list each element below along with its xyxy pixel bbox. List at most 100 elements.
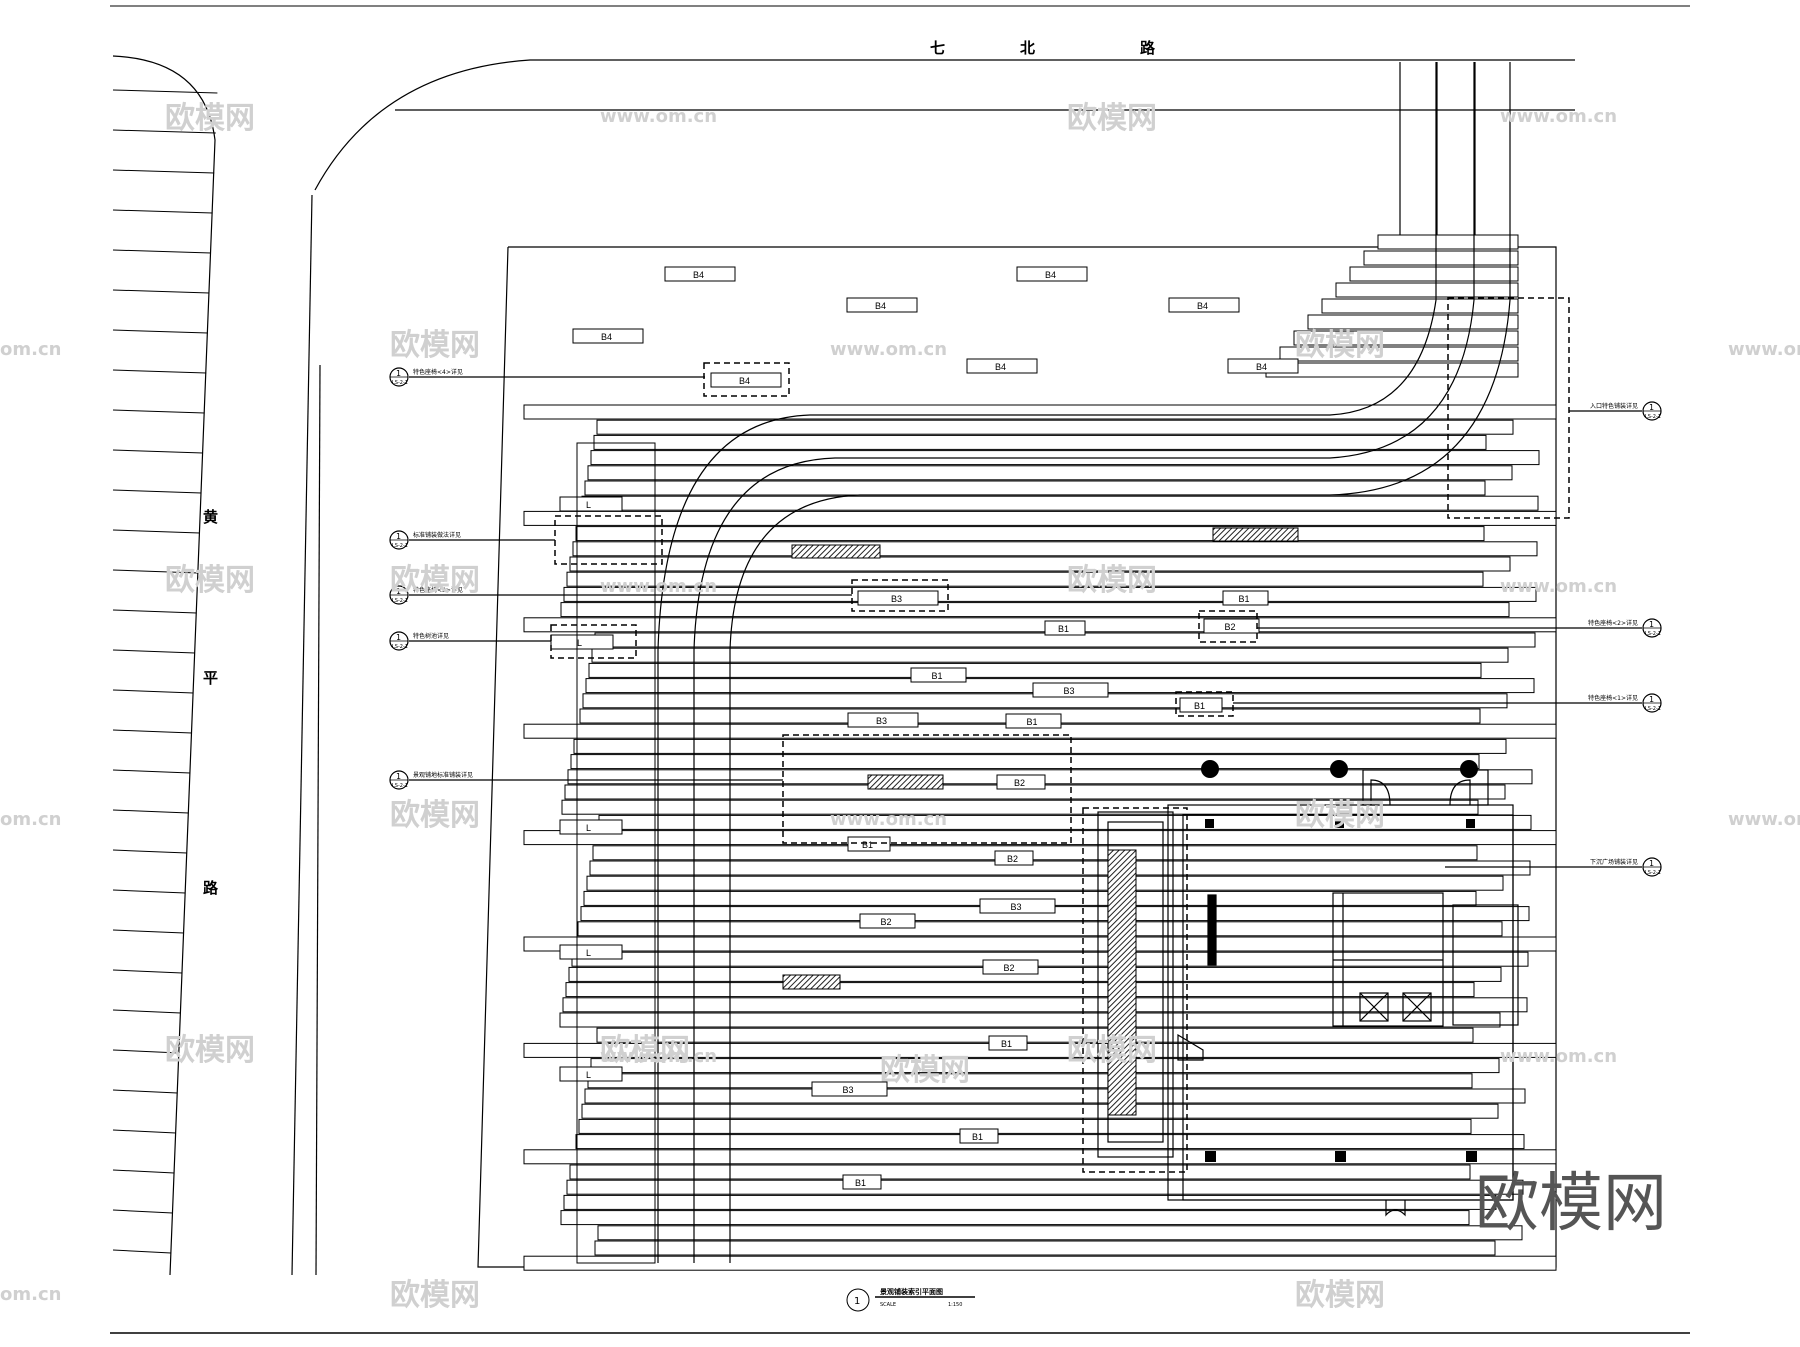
tag-label-b1: B1: [855, 1178, 866, 1188]
paving-stripe: [596, 419, 1514, 435]
left-path-band: [576, 442, 656, 1264]
tag-label-b4: B4: [995, 362, 1006, 372]
callout-label: 入口特色铺装详见: [1590, 402, 1638, 410]
callout-sheet: LS-2-1: [392, 598, 408, 604]
tag-label-b4: B4: [739, 376, 750, 386]
paving-stripes: [523, 234, 1557, 1271]
west-road-char-2: 平: [203, 669, 218, 687]
watermark-logo: 欧模网: [880, 1053, 970, 1088]
paving-stripe: [560, 602, 1510, 618]
tag-box: [1203, 618, 1260, 634]
watermarks: 欧模网欧模网欧模网欧模网欧模网欧模网欧模网欧模网欧模网欧模网欧模网欧模网欧模网欧…: [0, 101, 1800, 1313]
tag-label-l: L: [586, 823, 591, 833]
tag-box: [1016, 266, 1088, 282]
tag-label-l: L: [577, 638, 582, 648]
paving-stripe: [581, 1103, 1499, 1119]
tag-label-b1: B1: [932, 671, 943, 681]
hatched-seat-2: [1212, 527, 1299, 542]
l-block: [559, 1066, 623, 1082]
watermark-logo: 欧模网: [1295, 328, 1385, 363]
tag-box: [1227, 358, 1299, 374]
l-block: [559, 819, 623, 835]
tag-label-l: L: [586, 500, 591, 510]
tag-label-b2: B2: [1007, 854, 1018, 864]
paving-stripe: [587, 465, 1513, 481]
watermark-logo: 欧模网: [165, 101, 255, 136]
stair-hatch: [1107, 849, 1137, 1116]
callout-label: 特色座椅<4>详见: [413, 368, 463, 376]
tag-box: [982, 959, 1039, 975]
callout-sheet: LS-2-1: [392, 380, 408, 386]
tag-box: [1032, 682, 1109, 698]
north-road-name: 七 北 路: [930, 39, 1156, 57]
callouts: 1LS-2-1特色座椅<4>详见1LS-2-1标准铺装做法详见1LS-2-1特色…: [389, 367, 1662, 877]
tag-box: [910, 667, 967, 683]
tag-label-b1: B1: [1001, 1039, 1012, 1049]
paving-stripe: [598, 814, 1532, 830]
callout-number: 1: [396, 369, 401, 378]
watermark-url-partial: om.cn: [0, 339, 61, 360]
callout-number: 1: [396, 633, 401, 642]
paving-stripe: [559, 1012, 1501, 1028]
paving-stripe: [577, 921, 1503, 937]
watermark-url: www.om.cn: [600, 1046, 717, 1067]
tag-label-b1: B1: [1239, 594, 1250, 604]
watermark-url: www.om.cn: [830, 339, 947, 360]
tag-box: [1179, 697, 1223, 713]
callout-number: 1: [1649, 859, 1654, 868]
watermark-logo: 欧模网: [1295, 798, 1385, 833]
paving-stripe: [575, 1134, 1525, 1150]
tag-box: [979, 898, 1056, 914]
callout-number: 1: [1649, 695, 1654, 704]
paving-stripe: [523, 617, 1557, 633]
tag-box: [811, 1081, 888, 1097]
paving-stripe: [572, 541, 1538, 557]
tag-box: [1005, 713, 1062, 729]
paving-stripe: [573, 738, 1507, 754]
watermark-url: www.om.cn: [600, 106, 717, 127]
paving-stripe: [588, 662, 1482, 678]
paving-stripe: [1363, 250, 1519, 266]
tag-box: [994, 850, 1034, 866]
tag-label-b2: B2: [1225, 622, 1236, 632]
paving-stripe: [1335, 282, 1519, 298]
paving-stripe: [593, 434, 1487, 450]
tag-box: [847, 712, 919, 728]
tag-box: [959, 1128, 999, 1144]
paving-stripe: [1349, 266, 1519, 282]
watermark-url: www.om.cn: [1500, 1046, 1617, 1067]
callout-number: 1: [396, 587, 401, 596]
paving-stripe: [587, 1073, 1473, 1089]
structural-columns: [1201, 760, 1478, 1162]
paving-stripe: [563, 1194, 1497, 1210]
paving-stripe: [597, 1225, 1523, 1241]
paving-stripe: [566, 1179, 1524, 1195]
paving-stripe: [1279, 346, 1519, 362]
tag-box: [859, 913, 916, 929]
tag-label-b4: B4: [1256, 362, 1267, 372]
tag-box: [857, 590, 939, 606]
scale-label: SCALE: [880, 1302, 896, 1308]
paving-stripe: [578, 1118, 1472, 1134]
tag-label-b4: B4: [601, 332, 612, 342]
watermark-logo: 欧模网: [165, 563, 255, 598]
watermark-logo: 欧模网: [1295, 1278, 1385, 1313]
paving-stripe: [1293, 330, 1519, 346]
paving-stripe: [569, 556, 1511, 572]
paving-stripe: [584, 1088, 1526, 1104]
tag-box: [1044, 620, 1086, 636]
paving-stripe: [1321, 298, 1519, 314]
callout-number: 1: [1649, 620, 1654, 629]
callout-number: 1: [396, 772, 401, 781]
watermark-logo: 欧模网: [600, 1033, 690, 1068]
watermark-url-partial: om.cn: [0, 1284, 61, 1305]
hatched-seat-1: [791, 544, 881, 559]
tag-label-b1: B1: [1194, 701, 1205, 711]
title-text: 景观铺装索引平面图: [879, 1287, 943, 1296]
paving-stripe: [571, 951, 1529, 967]
tag-box: [996, 774, 1046, 790]
paving-stripe: [523, 1255, 1557, 1271]
paving-stripe: [566, 571, 1484, 587]
